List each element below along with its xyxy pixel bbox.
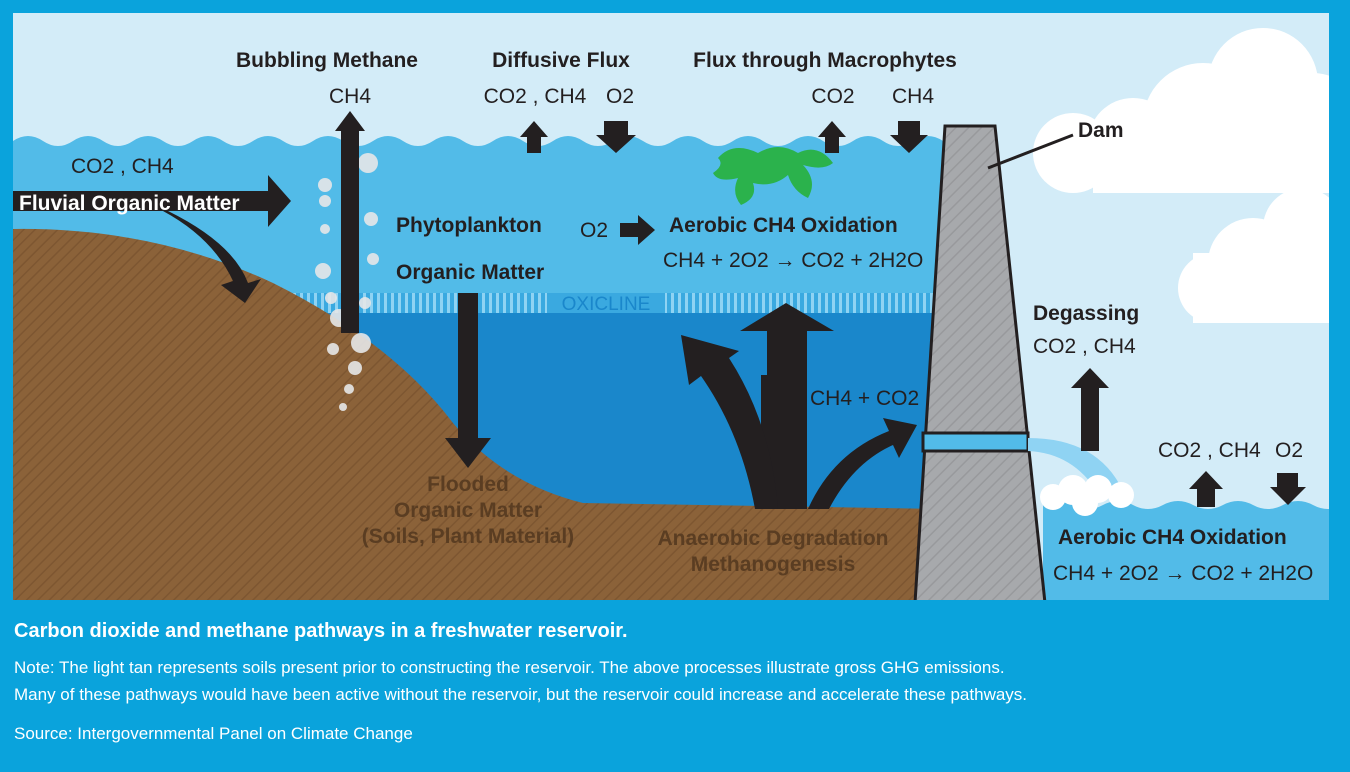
bubbling-chem: CH4 [329,85,371,108]
downstream-out-chem: CO2 , CH4 [1158,439,1261,462]
cloud-icon [1033,28,1329,193]
caption-note-line2: Many of these pathways would have been a… [14,685,1028,704]
sediment-release-chem: CH4 + CO2 [810,387,919,410]
oxicline-label-bg [547,293,665,313]
anaerobic-label-1: Anaerobic Degradation [657,527,888,550]
macrophyte-up-arrow [818,121,846,153]
flooded-label-3: (Soils, Plant Material) [362,525,574,548]
downstream-in-chem: O2 [1275,439,1303,462]
diffusive-out-chem: CO2 , CH4 [484,85,587,108]
aerobic-oxidation-label: Aerobic CH4 Oxidation [669,214,898,237]
phytoplankton-label: Phytoplankton [396,214,542,237]
fluvial-chem: CO2 , CH4 [71,155,174,178]
organic-matter-label: Organic Matter [396,261,544,284]
oxicline-label: OXICLINE [562,294,651,315]
soil [13,228,943,600]
diffusive-down-arrow [596,121,636,153]
degassing-label: Degassing [1033,302,1139,325]
degassing-chem: CO2 , CH4 [1033,335,1136,358]
phyto-o2-arrow [620,215,655,245]
downstream-oxidation-label: Aerobic CH4 Oxidation [1058,526,1287,549]
sediment-left-arrow [681,335,778,509]
macrophytes-label: Flux through Macrophytes [693,49,957,72]
downstream-down-arrow [1270,473,1306,505]
foam [1040,475,1134,516]
oxidation-equation: CH4 + 2O2 → CO2 + 2H2O [663,249,923,272]
downstream-water [1043,501,1329,600]
flooded-label-1: Flooded [427,473,509,496]
dam-label: Dam [1078,119,1124,142]
degassing-up-arrow [1071,368,1109,451]
macrophyte-down-arrow [890,121,928,153]
macrophyte-in-chem: CH4 [892,85,934,108]
caption-source: Source: Intergovernmental Panel on Clima… [14,724,413,743]
bubbling-up-arrow [335,111,365,333]
fluvial-label: Fluvial Organic Matter [19,192,240,215]
macrophyte-plant [713,147,833,205]
anaerobic-label-2: Methanogenesis [691,553,856,576]
flooded-label-2: Organic Matter [394,499,542,522]
downstream-up-arrow [1189,471,1223,507]
methane-bubbles [315,153,379,411]
cloud-icon [1178,188,1329,323]
dam-pointer [987,133,1074,170]
organic-matter-down-arrow [445,293,491,468]
arrows [13,111,1306,509]
diffusive-up-arrow [520,121,548,153]
fluvial-arrow [13,175,291,303]
caption-note-line1: Note: The light tan represents soils pre… [14,658,1005,677]
diffusive-in-chem: O2 [606,85,634,108]
diffusive-flux-label: Diffusive Flux [492,49,630,72]
sediment-right-arrow [808,418,917,509]
downstream-equation: CH4 + 2O2 → CO2 + 2H2O [1053,562,1313,585]
reservoir-diagram: Bubbling Methane CH4 Diffusive Flux CO2 … [13,13,1329,600]
caption-title: Carbon dioxide and methane pathways in a… [14,620,628,642]
macrophyte-out-chem: CO2 [811,85,854,108]
phyto-o2-chem: O2 [580,219,608,242]
bubbling-methane-label: Bubbling Methane [236,49,418,72]
dam-spillway [921,431,1030,453]
